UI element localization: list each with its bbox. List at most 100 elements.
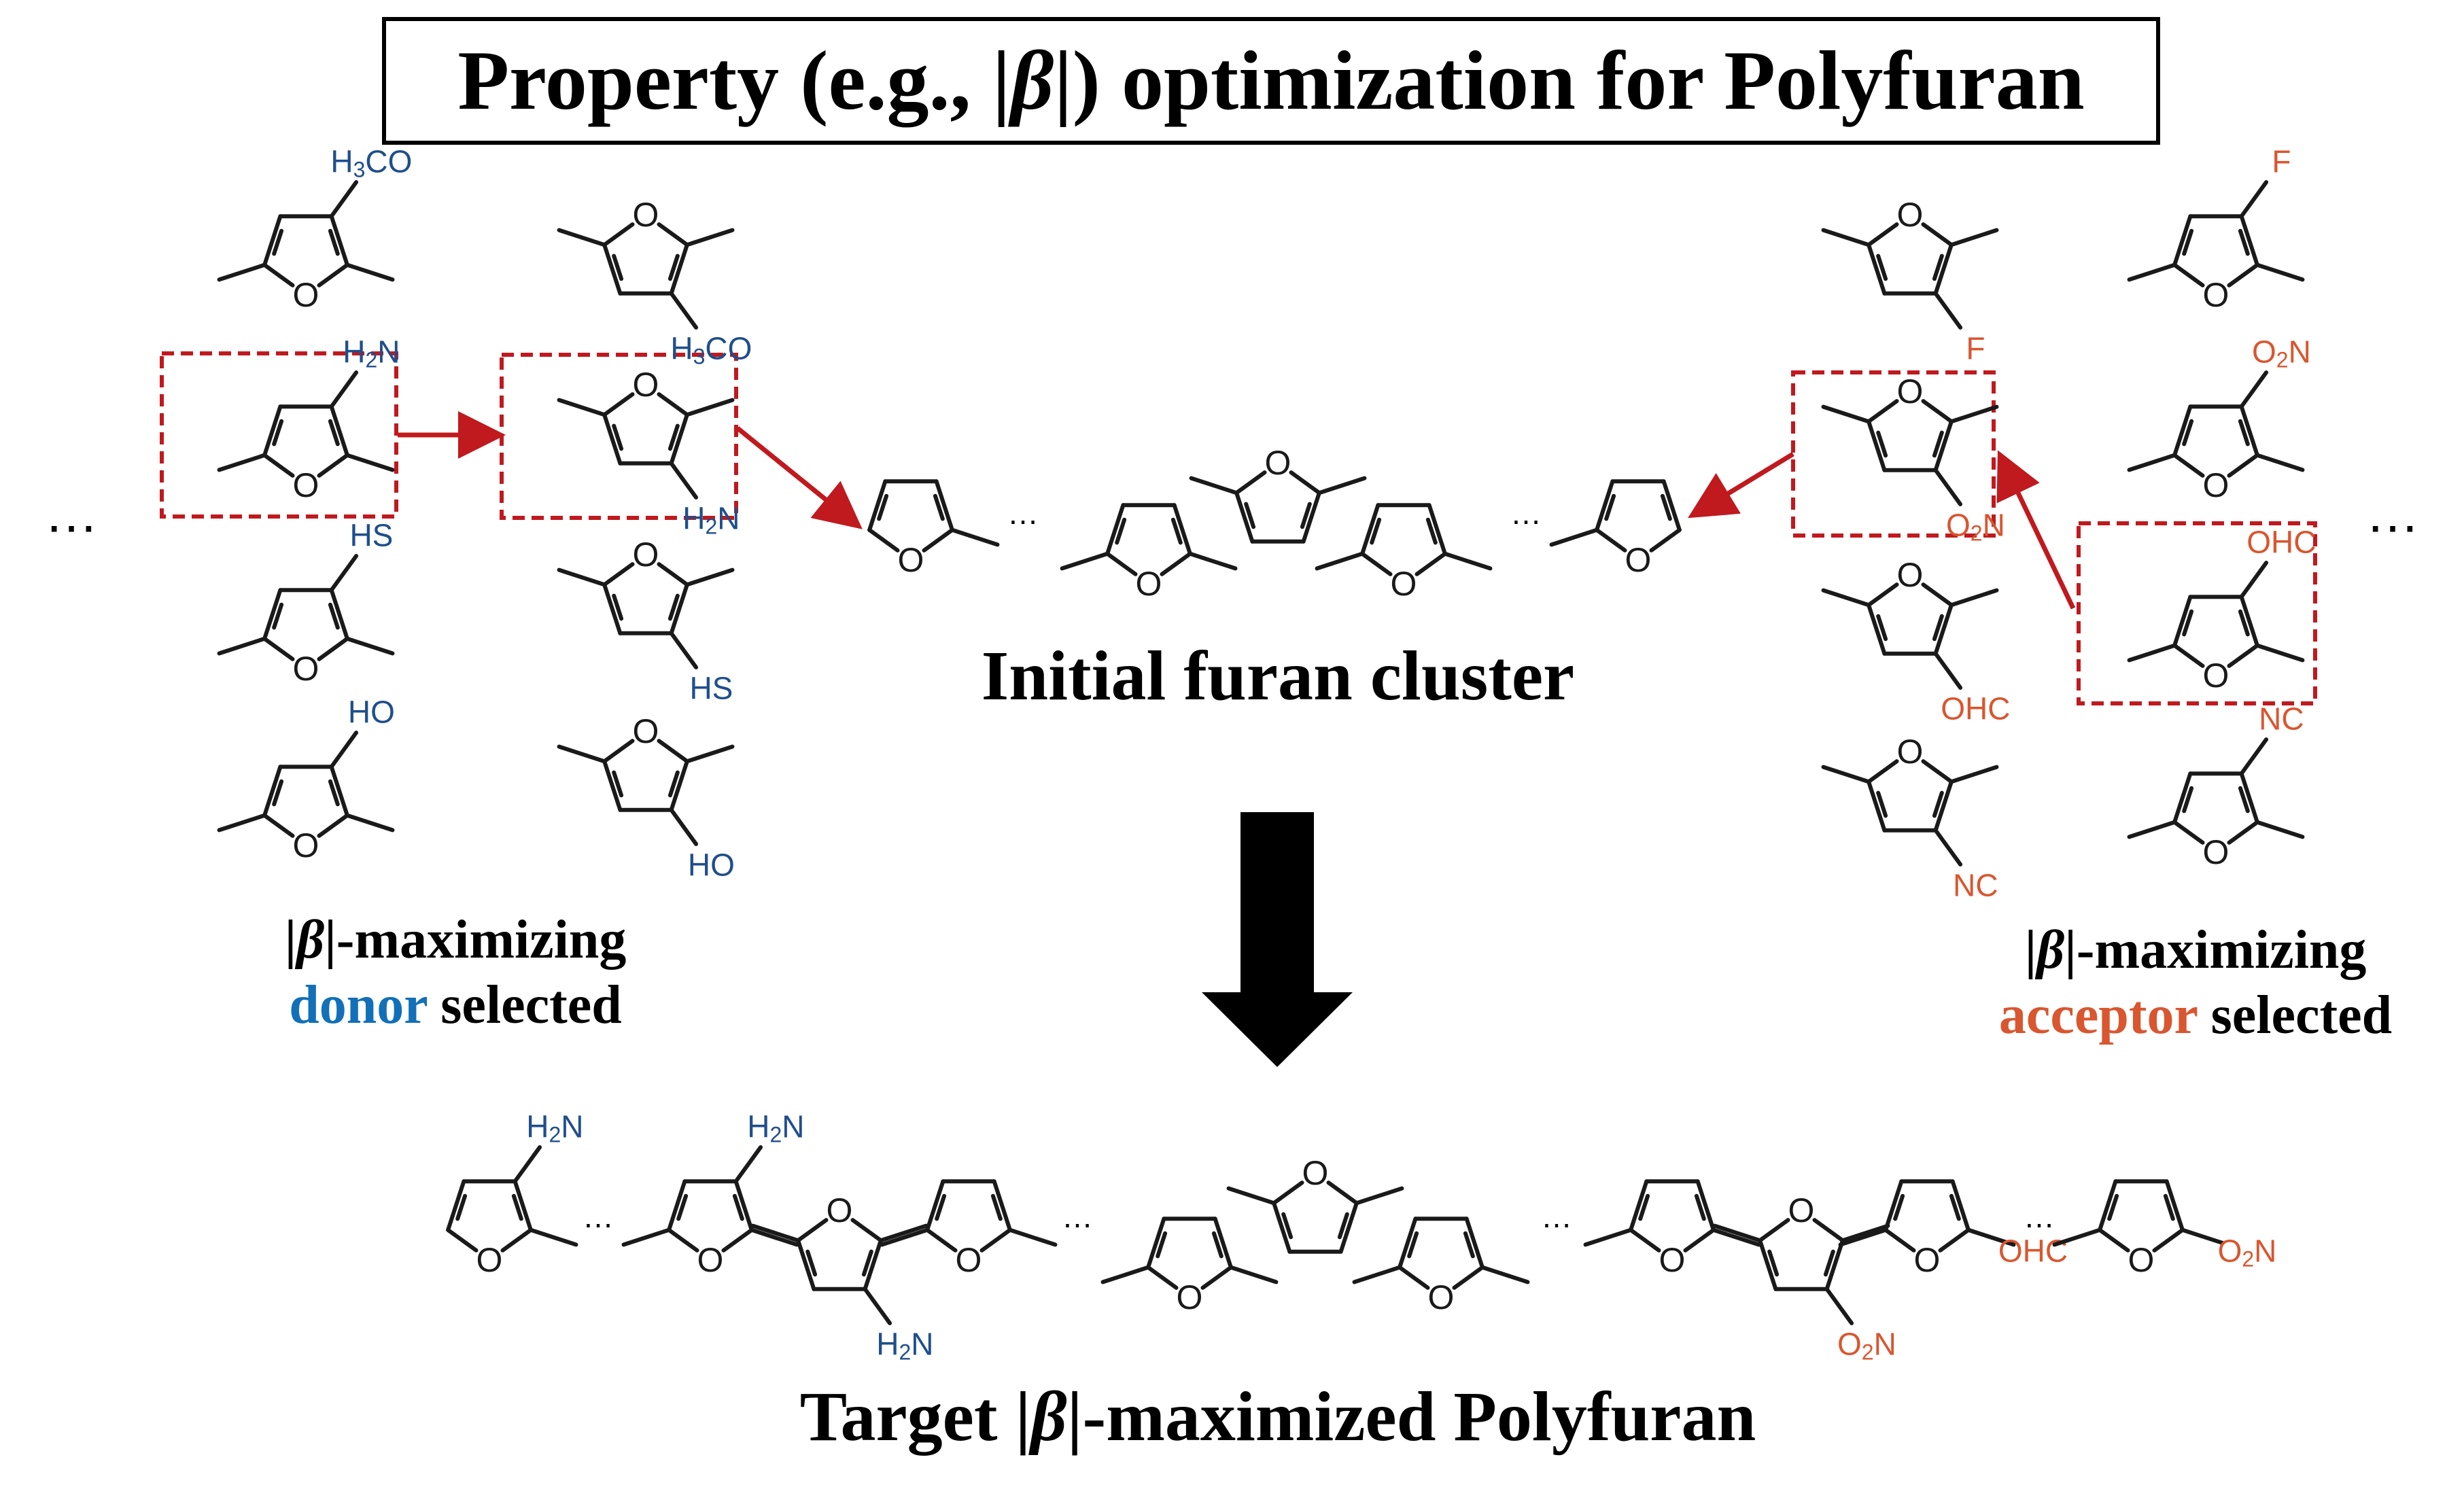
donor-caption-tail: selected <box>427 975 622 1035</box>
oxygen-atom: O <box>2203 833 2229 871</box>
transformation-arrow <box>1202 812 1353 1067</box>
oxygen-atom: O <box>827 1191 853 1229</box>
donor-candidate-2-0: O H3CO <box>557 196 752 369</box>
oxygen-atom: O <box>1428 1278 1455 1316</box>
target-acceptor-top: OHC <box>1998 1234 2068 1269</box>
acceptor-box-1 <box>1791 370 1996 538</box>
oxygen-atom: O <box>293 650 319 688</box>
target-acceptor-ring-1: O O2N <box>1712 1191 1896 1365</box>
oxygen-atom: O <box>633 712 659 750</box>
acceptor-arrow-1 <box>1688 452 1794 519</box>
molecules: OH3COOH2NOHSOHOOH3COOH2NOHSOHOOFOO2NOOHC… <box>44 143 2420 1364</box>
initial-cluster-caption: Initial furan cluster <box>981 637 1575 715</box>
figure-title: Property (e.g., |β|) optimization for Po… <box>457 33 2084 129</box>
oxygen-atom: O <box>2128 1241 2155 1279</box>
title-suffix: |) optimization for Polyfuran <box>1054 34 2085 127</box>
acceptor-substituent-OHC: OHC <box>1941 691 2010 727</box>
target-acceptor-bottom: O2N <box>1837 1327 1896 1365</box>
target-right-end-nitro: O2N <box>2218 1234 2277 1272</box>
oxygen-atom: O <box>1177 1278 1203 1316</box>
donor-caption: |β|-maximizing donor selected <box>218 907 693 1038</box>
acceptor-caption-tail: selected <box>2197 985 2393 1045</box>
target-caption: Target |β|-maximized Polyfuran <box>612 1376 1944 1457</box>
target-donor-ring-1: O H2N <box>621 1108 805 1279</box>
donor-substituent-HS: HS <box>689 671 733 706</box>
oxygen-atom: O <box>898 541 924 579</box>
left-ellipsis: … <box>44 483 99 544</box>
acceptor-candidate-1-3: ONC <box>1821 733 1999 903</box>
acceptor-caption-prefix: | <box>2024 920 2037 980</box>
target-core-3: O <box>1352 1217 1530 1316</box>
cluster-ellipsis-right: … <box>1510 495 1542 531</box>
target-ellipsis-2: … <box>1062 1199 1093 1234</box>
oxygen-atom: O <box>633 196 659 234</box>
target-donor-top: H2N <box>747 1108 804 1147</box>
donor-substituent-H3CO: H3CO <box>670 331 752 369</box>
target-terminal-right: O O2N <box>2052 1179 2277 1279</box>
target-ellipsis-3: … <box>1541 1199 1572 1234</box>
oxygen-atom: O <box>293 826 319 864</box>
selection-arrows <box>398 411 2076 610</box>
acceptor-box-2 <box>2077 521 2317 705</box>
cluster-core-3: O <box>1315 503 1493 603</box>
cluster-terminal-left: O <box>867 479 1000 579</box>
donor-candidate-1-1: O H2N <box>217 334 400 504</box>
donor-substituent-HS: HS <box>349 517 393 553</box>
oxygen-atom: O <box>1302 1154 1329 1192</box>
acceptor-arrow-2 <box>1996 450 2076 610</box>
cluster-core-2: O <box>1189 444 1367 544</box>
target-donor-ring-2: O H2N <box>750 1191 934 1365</box>
target-terminal-left: O H2N <box>446 1108 584 1279</box>
donor-arrow-2 <box>735 426 863 529</box>
oxygen-atom: O <box>293 466 319 504</box>
donor-substituent-HO: HO <box>348 694 395 729</box>
oxygen-atom: O <box>476 1241 503 1279</box>
oxygen-atom: O <box>1136 565 1162 603</box>
donor-candidate-1-3: O HO <box>217 694 395 864</box>
oxygen-atom: O <box>697 1241 724 1279</box>
oxygen-atom: O <box>293 276 319 314</box>
oxygen-atom: O <box>2203 276 2229 314</box>
target-ring-7: O <box>1583 1179 1761 1279</box>
donor-caption-prefix: | <box>284 910 297 970</box>
oxygen-atom: O <box>1625 541 1652 579</box>
oxygen-atom: O <box>1788 1191 1815 1229</box>
oxygen-atom: O <box>1391 565 1417 603</box>
donor-candidate-1-2: O HS <box>217 517 395 688</box>
target-core-2: O <box>1226 1154 1404 1254</box>
oxygen-atom: O <box>2203 466 2229 504</box>
acceptor-caption-line-2: acceptor selected <box>1958 983 2433 1048</box>
target-ellipsis-4: … <box>2024 1199 2055 1234</box>
acceptor-substituent-NC: NC <box>1953 868 1998 903</box>
oxygen-atom: O <box>1897 196 1924 234</box>
donor-substituent-H2N: H2N <box>343 334 400 372</box>
donor-candidate-2-2: OHS <box>557 536 735 706</box>
target-caption-suffix: |-maximized Polyfuran <box>1066 1378 1756 1456</box>
target-left-end-amine: H2N <box>526 1108 583 1147</box>
acceptor-candidate-2-3: ONC <box>2127 701 2305 871</box>
acceptor-caption: |β|-maximizing acceptor selected <box>1958 917 2433 1048</box>
acceptor-substituent-F: F <box>1966 331 1985 366</box>
donor-substituent-H2N: H2N <box>682 501 740 539</box>
target-core-1: O <box>1100 1217 1279 1316</box>
acceptor-caption-suffix: |-maximizing <box>2064 920 2367 980</box>
acceptor-keyword: acceptor <box>1998 985 2198 1045</box>
donor-caption-beta: β <box>296 910 325 970</box>
donor-box-1 <box>160 351 398 519</box>
target-caption-beta: β <box>1030 1378 1067 1456</box>
oxygen-atom: O <box>956 1241 982 1279</box>
cluster-ellipsis-left: … <box>1007 495 1039 531</box>
oxygen-atom: O <box>2203 657 2229 695</box>
title-prefix: Property (e.g., | <box>457 34 1011 127</box>
donor-caption-line-1: |β|-maximizing <box>218 907 693 973</box>
target-caption-prefix: Target | <box>799 1378 1031 1456</box>
target-donor-bottom: H2N <box>876 1327 933 1365</box>
oxygen-atom: O <box>1265 444 1291 482</box>
acceptor-substituent-O2N: O2N <box>1946 508 2005 546</box>
